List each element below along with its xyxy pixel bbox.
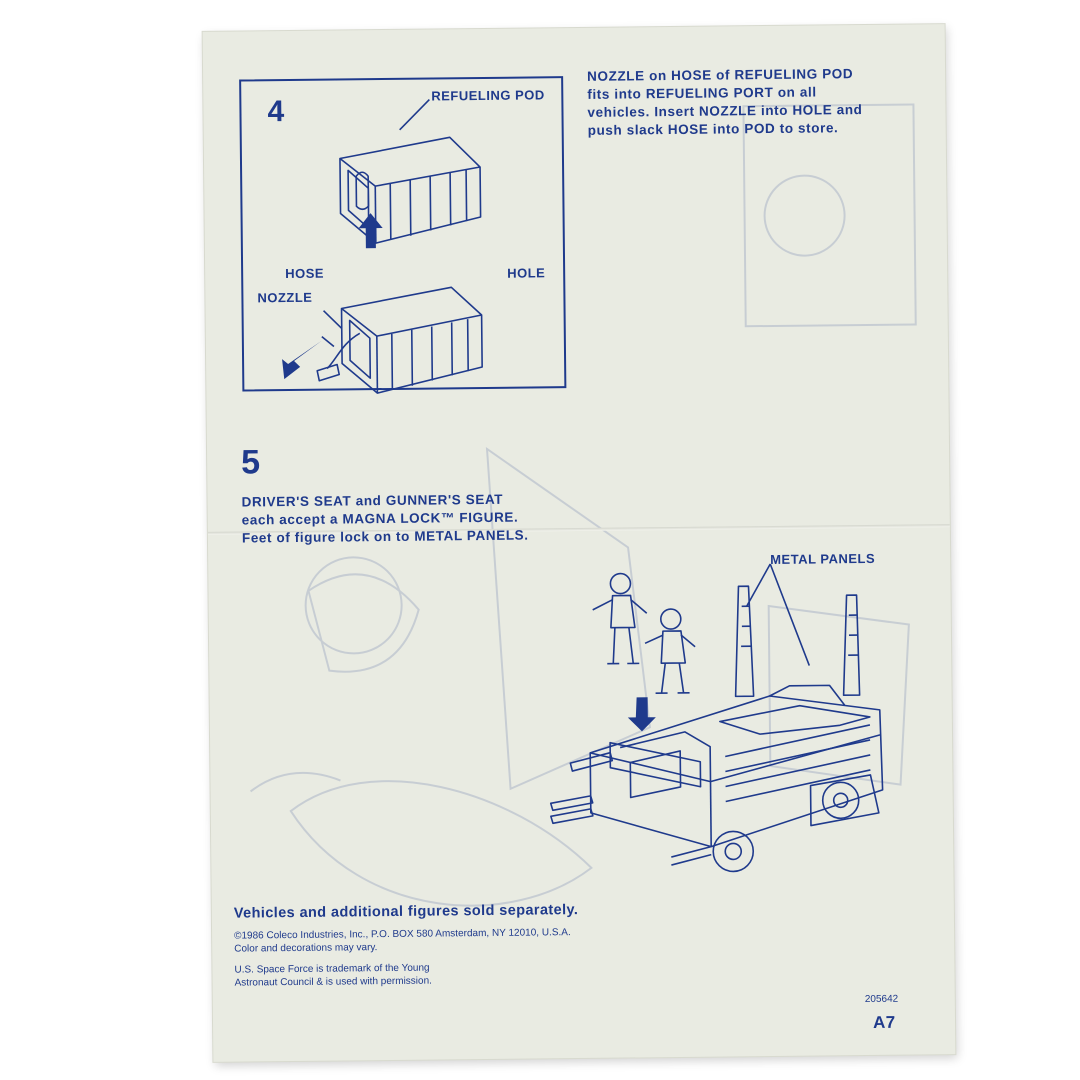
step-4-line: NOZZLE on HOSE of REFUELING POD <box>587 66 854 84</box>
trademark-notice: U.S. Space Force is trademark of the You… <box>234 962 432 990</box>
vehicle-with-figures-illustration <box>549 563 884 873</box>
refueling-pod-illustration <box>282 98 483 394</box>
step-4-line: push slack HOSE into POD to store. <box>587 120 839 138</box>
step-5-number: 5 <box>240 443 261 482</box>
trademark-line: Astronaut Council & is used with permiss… <box>234 975 432 989</box>
instruction-sheet: 4 REFUELING POD HOSE NOZZLE HOLE <box>202 24 956 1062</box>
copyright-notice: ©1986 Coleco Industries, Inc., P.O. BOX … <box>234 926 571 956</box>
step-5-instructions: DRIVER'S SEAT and GUNNER'S SEAT each acc… <box>241 491 528 548</box>
copyright-line: Color and decorations may vary. <box>234 942 378 955</box>
part-number: 205642 <box>864 993 899 1006</box>
step-5-line: Feet of figure lock on to METAL PANELS. <box>241 527 529 546</box>
step-4-instructions: NOZZLE on HOSE of REFUELING POD fits int… <box>587 65 863 140</box>
sold-separately-notice: Vehicles and additional figures sold sep… <box>233 902 579 922</box>
page-code: A7 <box>872 1012 896 1032</box>
